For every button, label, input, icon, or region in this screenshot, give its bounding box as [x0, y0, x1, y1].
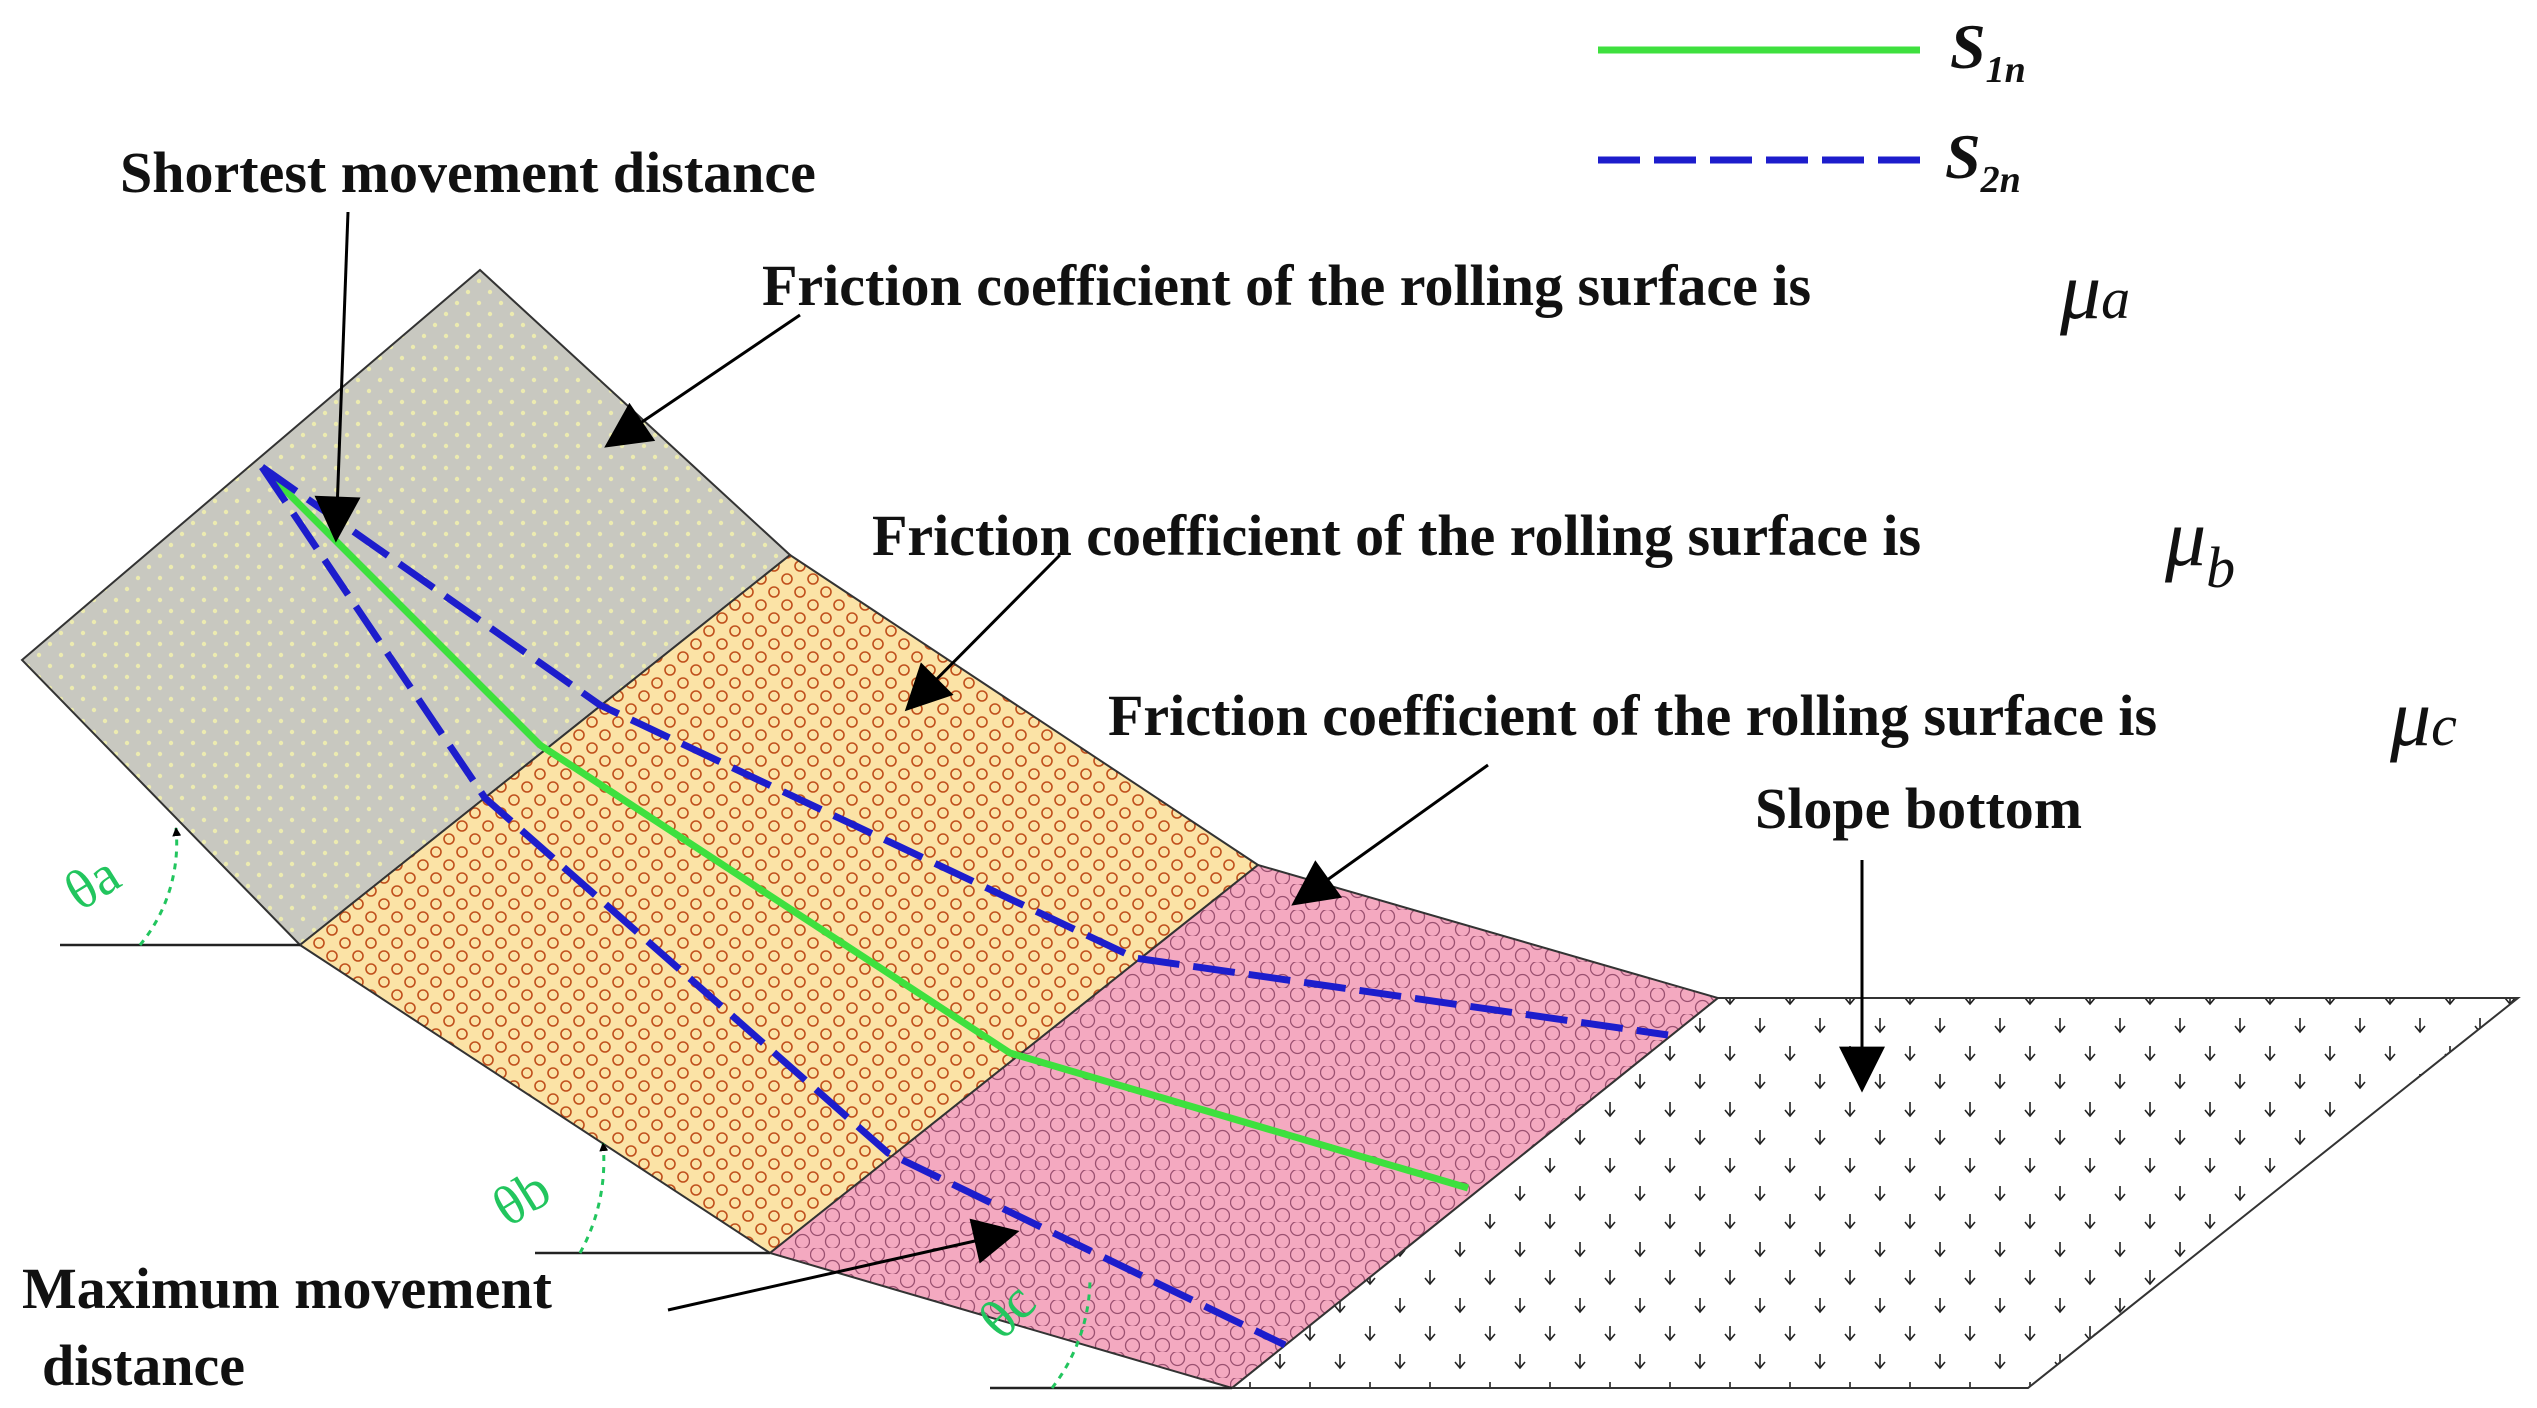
arrow-mu-b [904, 553, 1062, 712]
label-shortest-distance: Shortest movement distance [120, 140, 816, 205]
label-friction-b: Friction coefficient of the rolling surf… [872, 503, 1921, 568]
path-s2n-upper [259, 464, 1669, 1039]
label-friction-a: Friction coefficient of the rolling surf… [762, 253, 1811, 318]
label-friction-c: Friction coefficient of the rolling surf… [1108, 683, 2157, 748]
legend-s1n-label: S1n [1950, 11, 2026, 91]
path-s2n-lower [259, 465, 1287, 1349]
path-s1n [259, 464, 1469, 1192]
angle-arc-b [578, 1142, 609, 1254]
symbol-mu-c: μc [2389, 672, 2457, 763]
label-slope-bottom: Slope bottom [1755, 776, 2082, 841]
label-maximum-distance-line1: Maximum movement [22, 1256, 553, 1321]
angle-label-b: θb [482, 1157, 561, 1239]
arrow-mu-a [604, 313, 801, 448]
legend-s2n-label: S2n [1945, 121, 2021, 201]
angle-arc-a [138, 827, 182, 946]
angle-arc-c [1050, 1279, 1092, 1389]
symbol-mu-a: μa [2059, 245, 2130, 336]
arrow-shortest [314, 211, 361, 543]
arrow-mu-c [1291, 763, 1489, 906]
arrow-maximum [667, 1218, 1020, 1312]
angle-label-a: θa [54, 843, 131, 923]
symbol-mu-b: μb [2164, 492, 2235, 600]
label-maximum-distance-line2: distance [42, 1333, 245, 1398]
slope-bottom-surface [1229, 997, 2521, 1389]
